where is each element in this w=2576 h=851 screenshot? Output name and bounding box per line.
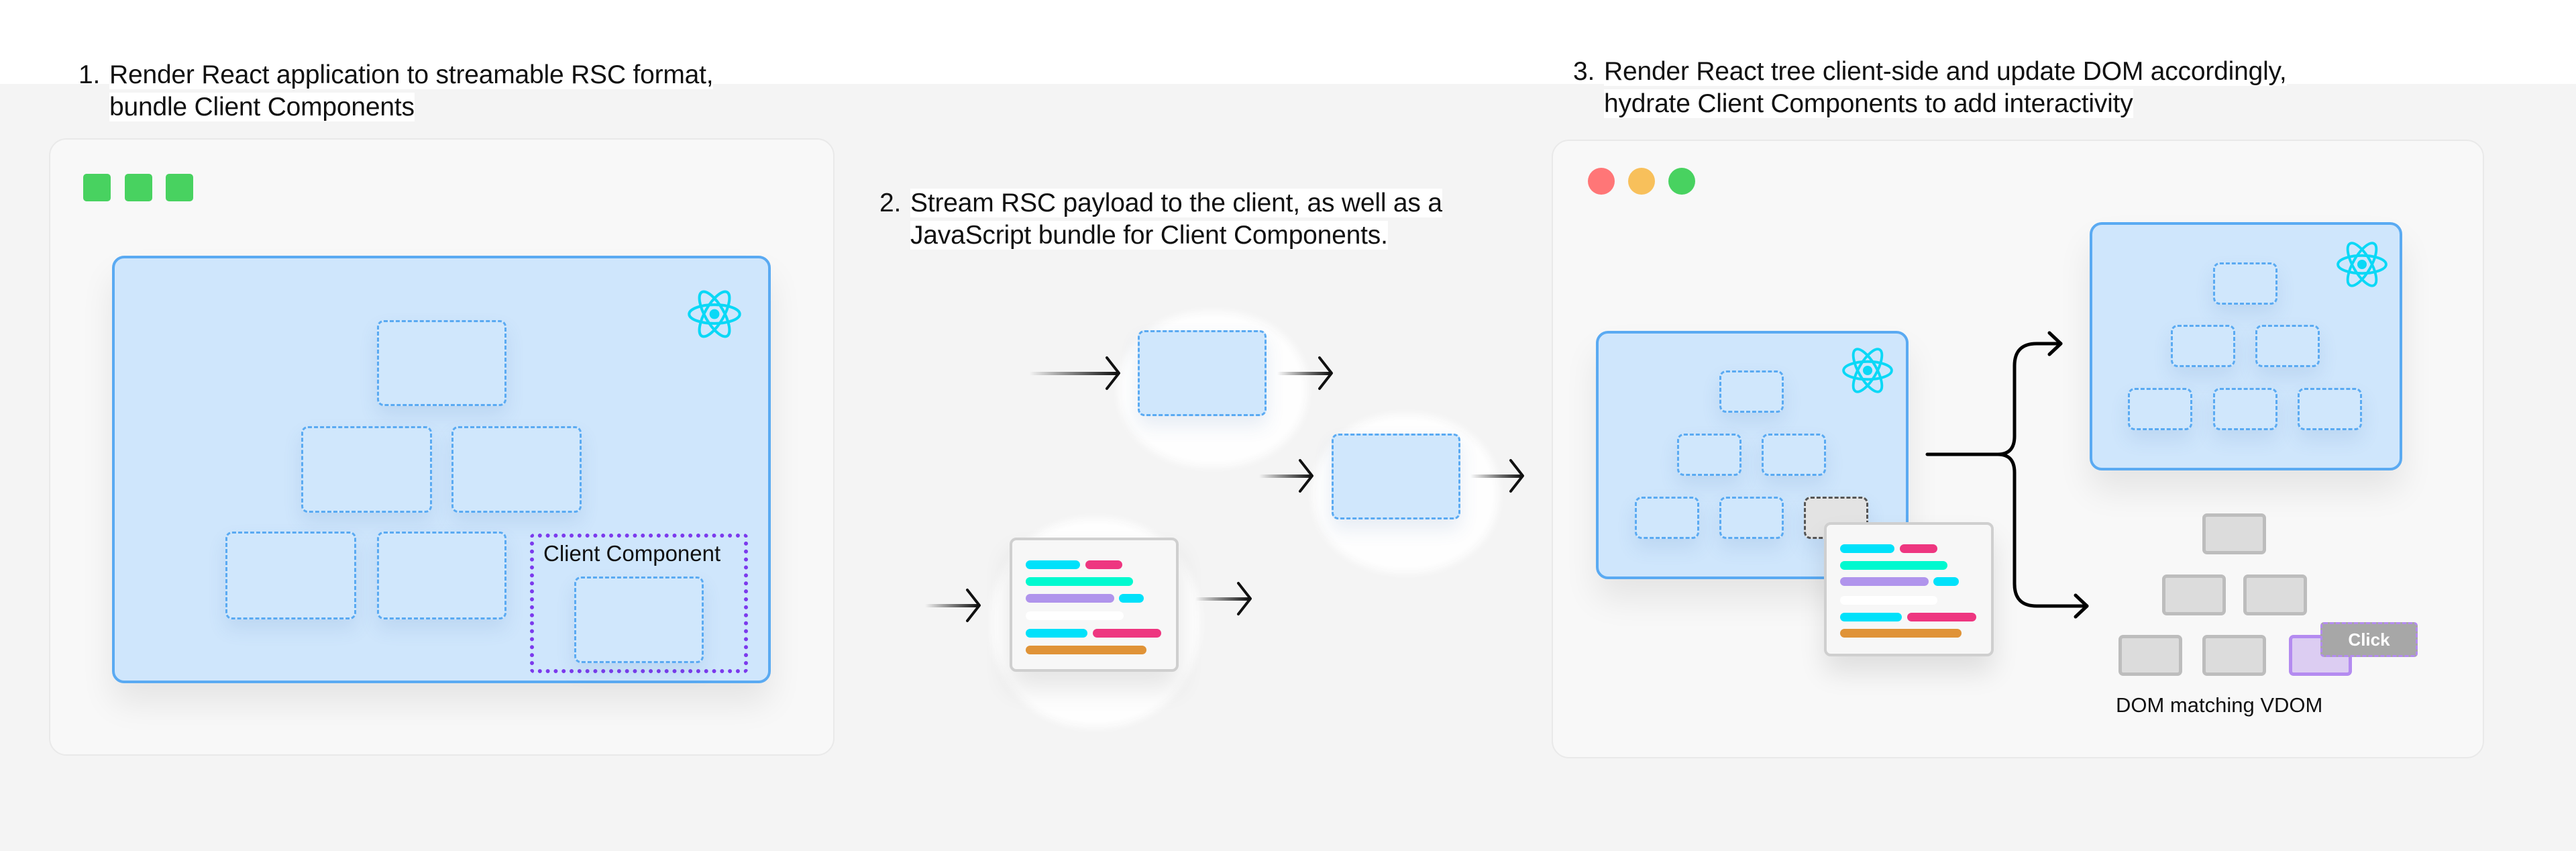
window-control-square — [83, 174, 111, 201]
vdom-node-box — [2128, 388, 2192, 430]
server-component-box — [225, 532, 356, 619]
js-bundle-card — [1824, 522, 1994, 656]
step-2-heading: 2. Stream RSC payload to the client, as … — [879, 187, 1442, 252]
react-logo-icon — [1842, 348, 1893, 393]
step-2-number: 2. — [879, 189, 902, 217]
code-line — [1840, 596, 1937, 605]
client-component-label: Client Component — [543, 541, 721, 566]
server-component-box — [301, 426, 432, 513]
react-logo-icon — [2337, 242, 2387, 287]
step-2-line-1: Stream RSC payload to the client, as wel… — [910, 189, 1442, 217]
vdom-node-box — [2171, 325, 2235, 367]
code-line — [1026, 560, 1080, 569]
step-3-line-2: hydrate Client Components to add interac… — [1604, 89, 2133, 118]
code-line — [1933, 577, 1959, 586]
code-line — [1840, 577, 1929, 586]
code-line — [1840, 544, 1894, 553]
js-bundle-card — [1010, 538, 1179, 672]
vdom-node-box — [2213, 262, 2277, 305]
arrow-right-icon — [1029, 356, 1120, 390]
code-line — [1026, 646, 1146, 654]
code-line — [1840, 629, 1962, 638]
code-line — [1093, 629, 1161, 638]
vdom-node-box — [1719, 497, 1784, 539]
vdom-node-box — [1635, 497, 1699, 539]
step-1-line-2: bundle Client Components — [109, 93, 415, 121]
vdom-node-box — [2213, 388, 2277, 430]
code-line — [1840, 613, 1902, 621]
react-logo-icon — [688, 290, 741, 338]
arrow-right-icon — [925, 589, 981, 622]
code-line — [1907, 613, 1976, 621]
step-1-heading: 1. Render React application to streamabl… — [78, 59, 714, 123]
vdom-node-box — [2255, 325, 2320, 367]
window-control-square — [125, 174, 152, 201]
dom-node-box — [2118, 635, 2182, 676]
dom-node-box — [2202, 635, 2266, 676]
code-line — [1026, 629, 1087, 638]
rsc-payload-chunk — [1332, 434, 1460, 519]
step-1-number: 1. — [78, 60, 101, 89]
code-line — [1840, 561, 1947, 570]
code-line — [1026, 594, 1114, 603]
dom-node-box — [2202, 513, 2266, 554]
dom-node-box — [2243, 574, 2307, 615]
code-line — [1085, 560, 1122, 569]
code-line — [1026, 577, 1133, 586]
code-line — [1026, 611, 1124, 620]
rsc-payload-chunk — [1138, 330, 1267, 416]
client-component-placeholder — [1804, 497, 1868, 539]
vdom-node-box — [1677, 434, 1741, 476]
step-3-line-1: Render React tree client-side and update… — [1604, 57, 2287, 86]
close-dot — [1588, 168, 1615, 195]
code-line — [1119, 594, 1144, 603]
vdom-node-box — [2298, 388, 2362, 430]
code-line — [1900, 544, 1937, 553]
step-2-line-2: JavaScript bundle for Client Components. — [910, 221, 1388, 250]
maximize-dot — [1668, 168, 1695, 195]
step-1-line-1: Render React application to streamable R… — [109, 60, 714, 89]
step-3-number: 3. — [1573, 57, 1595, 86]
dom-caption: DOM matching VDOM — [2116, 693, 2323, 717]
step-3-heading: 3. Render React tree client-side and upd… — [1573, 56, 2287, 120]
server-component-box — [377, 320, 506, 406]
dom-node-box — [2162, 574, 2226, 615]
client-component-frame — [530, 534, 748, 673]
vdom-node-box — [1762, 434, 1826, 476]
window-control-square — [166, 174, 193, 201]
server-component-box — [377, 532, 506, 619]
click-button[interactable]: Click — [2320, 622, 2418, 657]
minimize-dot — [1628, 168, 1655, 195]
vdom-node-box — [1719, 370, 1784, 413]
arrow-right-icon — [1259, 459, 1313, 493]
client-component-box — [574, 577, 704, 663]
server-component-box — [451, 426, 582, 513]
arrow-right-icon — [1195, 582, 1252, 615]
